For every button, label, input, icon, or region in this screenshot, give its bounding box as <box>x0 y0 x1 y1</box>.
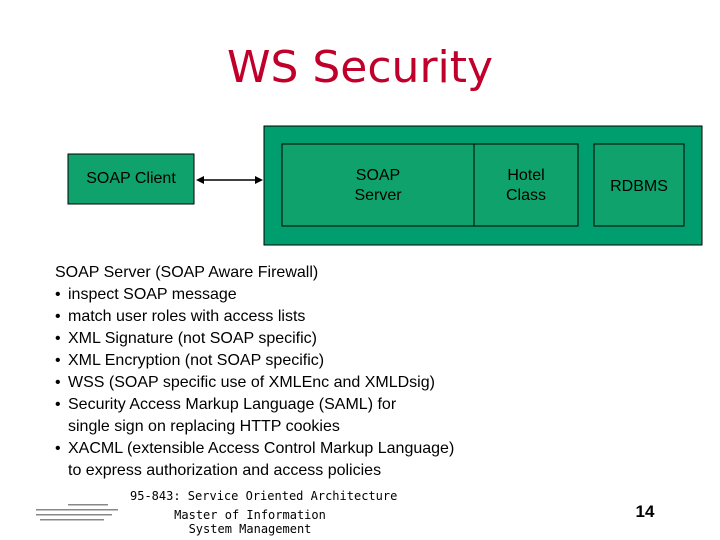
bullet-item: Security Access Markup Language (SAML) f… <box>55 394 655 438</box>
slide-title: WS Security <box>226 42 494 93</box>
footer-course: 95-843: Service Oriented Architecture <box>130 489 398 503</box>
soap-server-label-line1: SOAP <box>355 167 401 184</box>
rdbms-box <box>593 143 685 227</box>
bullet-list: inspect SOAP message match user roles wi… <box>55 284 655 482</box>
content-heading: SOAP Server (SOAP Aware Firewall) <box>55 264 319 281</box>
soap-server-box <box>281 143 475 227</box>
hotel-class-label: Hotel Class <box>474 166 578 206</box>
footer-program: Master of Information System Management <box>174 508 326 536</box>
bullet-item: XACML (extensible Access Control Markup … <box>55 438 655 482</box>
rdbms-label: RDBMS <box>610 178 668 195</box>
content-list: SOAP Server (SOAP Aware Firewall) inspec… <box>55 262 655 482</box>
image-placeholder-icon <box>36 504 118 521</box>
page-number: 14 <box>635 502 655 521</box>
bullet-item: XML Signature (not SOAP specific) <box>55 328 655 350</box>
hotel-class-label-line1: Hotel <box>507 167 545 184</box>
soap-server-label-line2: Server <box>354 187 402 204</box>
bullet-item: inspect SOAP message <box>55 284 655 306</box>
bullet-item: XML Encryption (not SOAP specific) <box>55 350 655 372</box>
hotel-class-label-line2: Class <box>505 187 546 204</box>
bullet-item: match user roles with access lists <box>55 306 655 328</box>
soap-client-label: SOAP Client <box>86 170 176 187</box>
architecture-diagram <box>67 125 703 246</box>
soap-server-label: SOAP Server <box>282 166 474 206</box>
hotel-class-box <box>473 143 579 227</box>
bullet-item: WSS (SOAP specific use of XMLEnc and XML… <box>55 372 655 394</box>
bidirectional-arrow <box>196 176 263 184</box>
soap-client-box <box>67 153 195 205</box>
